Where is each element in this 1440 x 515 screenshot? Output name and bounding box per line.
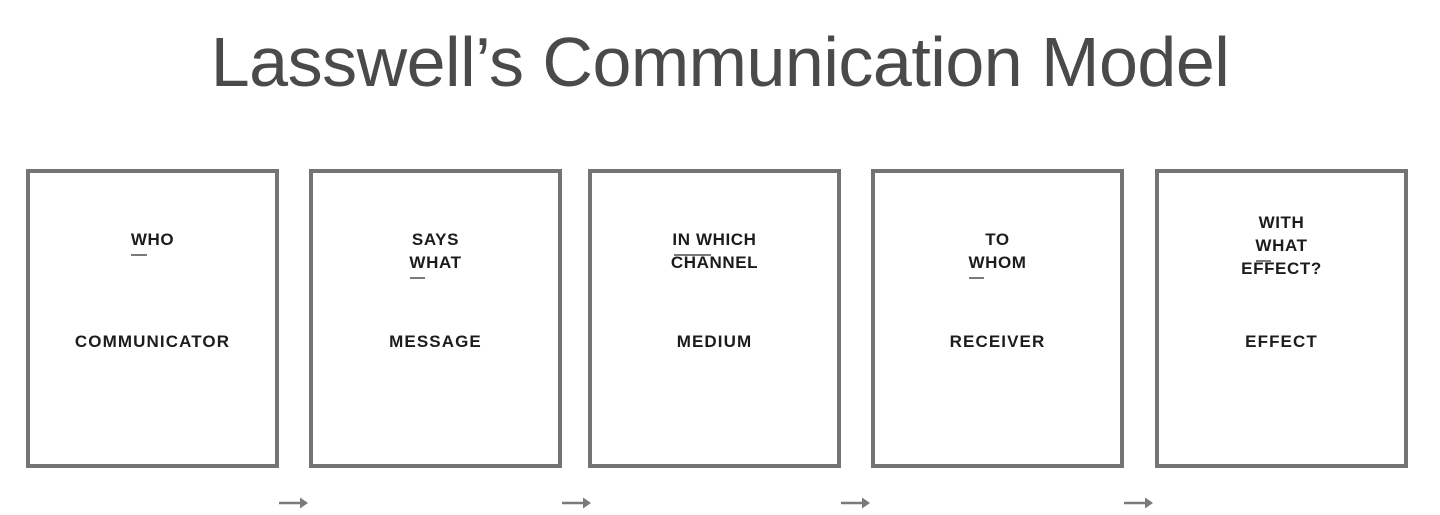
stage-answer-receiver: RECEIVER bbox=[949, 332, 1046, 351]
stage-answer-effect: EFFECT bbox=[1245, 332, 1318, 351]
stage-box-in-which-channel: IN WHICH CHANNEL MEDIUM bbox=[588, 169, 841, 468]
stage-question-to-whom: TO WHOM bbox=[875, 228, 1120, 279]
stage-question-who: WHO bbox=[30, 228, 275, 256]
flow-arrow-3 bbox=[841, 494, 871, 512]
stage-box-says-what: SAYS WHAT MESSAGE bbox=[309, 169, 562, 468]
stage-answer-communicator: COMMUNICATOR bbox=[74, 332, 231, 351]
underlined-letter: W bbox=[130, 230, 148, 256]
question-line-2: CHANNEL bbox=[670, 253, 759, 272]
question-line-rest: HAT bbox=[426, 253, 462, 272]
question-line-1: TO bbox=[985, 230, 1010, 249]
underlined-letter: W bbox=[968, 253, 986, 279]
stage-box-to-whom: TO WHOM RECEIVER bbox=[871, 169, 1124, 468]
stage-box-with-what-effect: WITH WHAT EFFECT? EFFECT bbox=[1155, 169, 1408, 468]
flow-arrow-2 bbox=[562, 494, 592, 512]
page-title: Lasswell’s Communication Model bbox=[210, 23, 1230, 101]
underlined-letter: IN W bbox=[672, 230, 713, 256]
question-line-rest: HO bbox=[147, 230, 175, 249]
stage-box-row: WHO COMMUNICATOR SAYS WHAT MESSAGE bbox=[26, 169, 1408, 509]
stage-answer-medium: MEDIUM bbox=[676, 332, 753, 351]
underlined-letter: W bbox=[409, 253, 427, 279]
stage-question-says-what: SAYS WHAT bbox=[313, 228, 558, 279]
question-line-1: SAYS bbox=[411, 230, 460, 249]
flow-arrow-1 bbox=[279, 494, 309, 512]
stage-question-in-which-channel: IN WHICH CHANNEL bbox=[592, 228, 851, 274]
underlined-letter: W bbox=[1255, 236, 1273, 262]
flow-arrow-4 bbox=[1124, 494, 1154, 512]
stage-question-with-what-effect: WITH WHAT EFFECT? bbox=[1159, 211, 1404, 280]
question-line-1: WITH bbox=[1258, 213, 1305, 232]
question-line-rest: HICH bbox=[712, 230, 757, 249]
stage-answer-message: MESSAGE bbox=[389, 332, 482, 351]
question-line-3: EFFECT? bbox=[1241, 259, 1322, 278]
question-line-rest: HOM bbox=[985, 253, 1027, 272]
stage-box-who: WHO COMMUNICATOR bbox=[26, 169, 279, 468]
question-line-rest: HAT bbox=[1272, 236, 1308, 255]
